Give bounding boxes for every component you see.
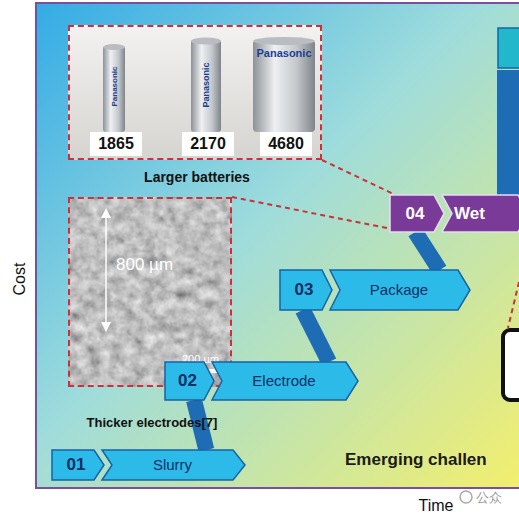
photo-inset: 186521704680Larger batteries (68, 25, 322, 160)
step-box (498, 28, 519, 68)
step-name: Slurry (112, 450, 233, 480)
brand-mark: Panasonic (201, 55, 211, 115)
battery-cap (253, 37, 315, 45)
inset-caption: Larger batteries (58, 169, 336, 187)
process-step: 01 Slurry (52, 450, 245, 480)
step-name: Wet (454, 195, 485, 232)
connector-ribbon (415, 232, 439, 270)
cell-size-label: 4680 (260, 132, 312, 156)
number-box (52, 450, 104, 480)
leader-line (232, 197, 407, 232)
process-step: 02 Electrode (165, 362, 358, 400)
axis-title: Time (416, 497, 456, 515)
battery-cap (103, 44, 125, 50)
dimension-arrow (105, 214, 107, 326)
photo-background (68, 25, 322, 160)
inset-caption: Thicker electrodes[7] (56, 415, 248, 433)
chevron-box (212, 362, 358, 400)
cell-size-label: 1865 (90, 132, 142, 156)
number-box (390, 195, 444, 232)
chevron-box (330, 270, 470, 310)
process-step: 03 Package (280, 270, 470, 310)
leader-line (322, 160, 396, 195)
step-number: 02 (165, 362, 210, 400)
step-number: 04 (390, 195, 440, 232)
arrow-head (101, 322, 111, 332)
step-number: 01 (52, 450, 100, 480)
number-box (280, 270, 332, 310)
battery-cell (103, 46, 125, 132)
arrow-head (101, 208, 111, 218)
chevron-box (442, 195, 519, 232)
step-name: Electrode (222, 362, 346, 400)
axis-title: Cost (11, 259, 29, 299)
battery-cap (191, 38, 221, 45)
connector-ribbon (497, 70, 519, 196)
cell-size-label: 2170 (182, 132, 234, 156)
leader-line (508, 282, 519, 328)
image-frame (503, 330, 519, 400)
sem-image (68, 197, 232, 387)
connector-ribbon (303, 310, 329, 362)
step-number: 03 (280, 270, 328, 310)
battery-cell (191, 40, 221, 132)
chart-frame (36, 3, 519, 488)
watermark: 公众 (476, 489, 502, 507)
process-step: 04 Wet (390, 195, 519, 232)
brand-mark: Panasonic (249, 47, 319, 59)
dimension-label: 800 µm (116, 255, 173, 275)
brand-mark: Panasonic (110, 57, 119, 117)
chevron-box (102, 450, 245, 480)
step-name: Package (340, 270, 458, 310)
section-heading: Emerging challen (345, 450, 487, 470)
number-box (165, 362, 214, 400)
sem-inset: 800 µm200 µmThicker electrodes[7] (68, 197, 232, 387)
watermark-icon (460, 491, 472, 503)
